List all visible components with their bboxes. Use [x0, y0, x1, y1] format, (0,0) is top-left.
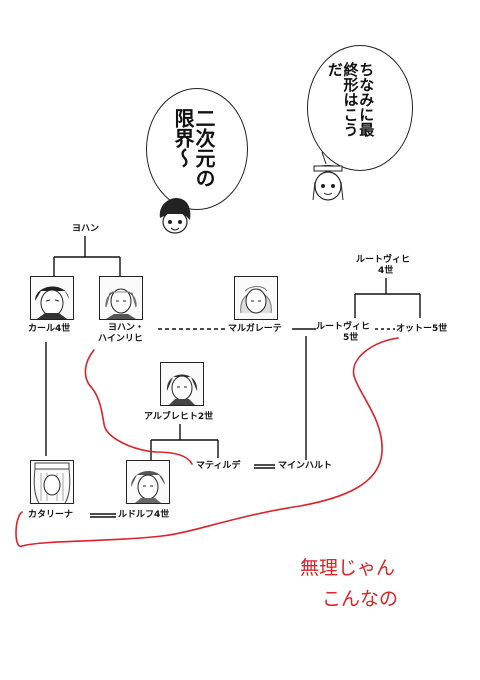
label-johan-heinrich-1: ヨハン・ — [108, 323, 145, 333]
portrait-katharina — [30, 460, 74, 504]
label-johan-heinrich-2: ハインリヒ — [98, 334, 143, 344]
bubble-text-left: 二次元の限界～ — [171, 108, 216, 188]
speech-bubble-left — [146, 88, 248, 210]
portrait-albrecht — [160, 362, 204, 406]
label-ludwig-v-2: 5世 — [343, 333, 359, 343]
portrait-karl — [30, 276, 74, 320]
chibi-character-right — [308, 162, 348, 206]
label-ludwig-iv-2: 4世 — [378, 266, 394, 276]
label-albrecht: アルブレヒト2世 — [144, 412, 214, 422]
label-otto: オットー5世 — [396, 324, 448, 334]
annotation-line-1: 無理じゃん — [300, 557, 396, 579]
label-mathilde: マティルデ — [196, 461, 241, 471]
portrait-margarete — [234, 276, 278, 320]
label-meinhard: マインハルト — [278, 461, 333, 471]
speech-bubble-right — [307, 45, 413, 171]
chibi-character-left — [156, 196, 194, 236]
label-johan-top: ヨハン — [72, 224, 100, 234]
annotation-line-2: こんなの — [322, 588, 399, 610]
label-katharina: カタリーナ — [28, 510, 74, 520]
label-ludwig-iv-1: ルートヴィヒ — [356, 255, 411, 265]
portrait-johan-heinrich — [99, 276, 143, 320]
label-karl: カール4世 — [28, 324, 71, 334]
bubble-text-right: ちなみに最終形はこうだ — [325, 62, 376, 137]
label-ludwig-v-1: ルートヴィヒ — [316, 322, 371, 332]
label-margarete: マルガレーテ — [228, 324, 282, 334]
label-rudolf: ルドルフ4世 — [118, 510, 170, 520]
portrait-rudolf — [126, 460, 170, 504]
